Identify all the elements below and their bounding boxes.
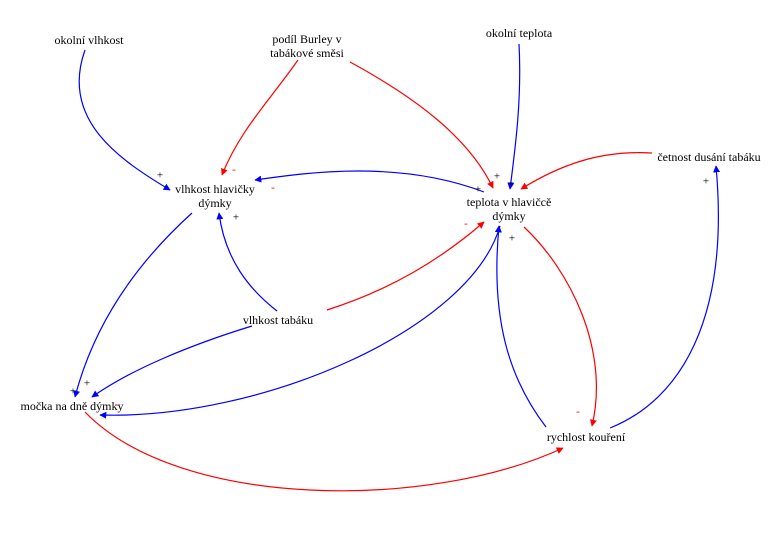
node-vlhkost-tabaku[interactable]: vlhkost tabáku <box>242 313 314 327</box>
polarity-cetnost_duseni-to-teplota_hlavicce: + <box>474 183 482 196</box>
node-mocka[interactable]: močka na dně dýmky <box>20 399 124 413</box>
link-rychlost_koureni-to-teplota_hlavicce <box>494 225 547 428</box>
polarity-rychlost_koureni-to-teplota_hlavicce: + <box>508 232 516 245</box>
link-teplota_hlavicce-to-mocka <box>99 225 501 419</box>
link-okolni_vlhkost-to-vlhkost_hlavicky <box>78 49 171 191</box>
link-teplota_hlavicce-to-vlhkost_hlavicky <box>254 170 485 193</box>
link-podil_burley-to-teplota_hlavicce <box>349 61 494 189</box>
link-rychlost_koureni-to-cetnost_duseni <box>609 165 721 429</box>
polarity-podil_burley-to-vlhkost_hlavicky: - <box>232 163 236 176</box>
link-podil_burley-to-vlhkost_hlavicky <box>221 59 299 176</box>
node-okolni-teplota[interactable]: okolní teplota <box>485 26 553 40</box>
link-vlhkost_tabaku-to-teplota_hlavicce <box>326 221 485 311</box>
polarity-vlhkost_tabaku-to-mocka: + <box>83 377 91 390</box>
node-cetnost-duseni[interactable]: četnost dusání tabáku <box>657 150 761 164</box>
polarity-okolni_vlhkost-to-vlhkost_hlavicky: + <box>156 169 164 182</box>
node-okolni-vlhkost[interactable]: okolní vlhkost <box>54 33 124 47</box>
edges-layer <box>73 43 721 492</box>
link-teplota_hlavicce-to-rychlost_koureni <box>523 226 597 427</box>
polarity-vlhkost_tabaku-to-vlhkost_hlavicky: + <box>232 211 240 224</box>
polarity-vlhkost_hlavicky-to-mocka: + <box>69 385 77 398</box>
link-vlhkost_tabaku-to-mocka <box>91 325 253 398</box>
polarity-teplota_hlavicce-to-vlhkost_hlavicky: - <box>271 181 275 194</box>
link-okolni_teplota-to-teplota_hlavicce <box>507 43 521 190</box>
polarity-teplota_hlavicce-to-mocka: - <box>115 398 119 411</box>
link-mocka-to-rychlost_koureni <box>84 411 564 492</box>
polarity-vlhkost_tabaku-to-teplota_hlavicce: - <box>464 217 468 230</box>
polarity-teplota_hlavicce-to-rychlost_koureni: - <box>576 405 580 418</box>
link-vlhkost_hlavicky-to-mocka <box>73 212 193 398</box>
polarity-mocka-to-rychlost_koureni: - <box>556 441 560 454</box>
link-vlhkost_tabaku-to-vlhkost_hlavicky <box>216 212 278 312</box>
polarity-okolni_teplota-to-teplota_hlavicce: + <box>507 177 515 190</box>
polarity-podil_burley-to-teplota_hlavicce: + <box>493 170 501 183</box>
node-rychlost-koureni[interactable]: rychlost kouření <box>546 430 626 444</box>
link-cetnost_duseni-to-teplota_hlavicce <box>520 152 653 190</box>
polarity-rychlost_koureni-to-cetnost_duseni: + <box>702 175 710 188</box>
